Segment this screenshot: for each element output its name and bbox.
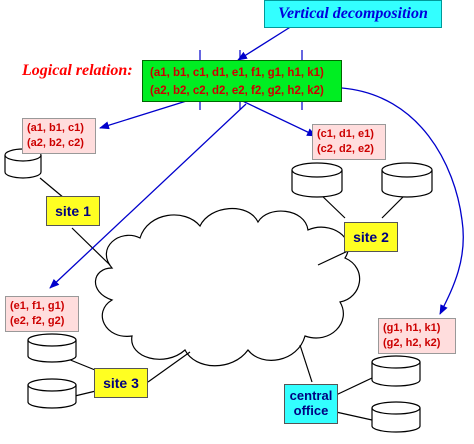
fragment-site2: (c1, d1, e1) (c2, d2, e2) (312, 124, 386, 160)
fragment-site3: (e1, f1, g1) (e2, f2, g2) (5, 296, 79, 332)
title-vertical-decomposition: Vertical decomposition (264, 0, 442, 28)
site-1-box: site 1 (46, 196, 100, 226)
fragment-row: (a2, b2, c2) (27, 137, 84, 149)
central-office-line: central (289, 388, 333, 403)
network-cloud (94, 208, 361, 367)
fragment-row: (g1, h1, k1) (383, 322, 441, 334)
site-2-box: site 2 (344, 222, 398, 252)
disk-icons (4, 148, 433, 433)
fragment-site1: (a1, b1, c1) (a2, b2, c2) (22, 118, 96, 154)
database-disk-icon (371, 355, 421, 387)
relation-row: (a1, b1, c1, d1, e1, f1, g1, h1, k1) (150, 67, 324, 79)
arrow-to-site3-fragment (49, 103, 247, 289)
fragment-row: (c2, d2, e2) (317, 143, 374, 155)
connector-lines (39, 177, 409, 421)
database-disk-icon (371, 401, 421, 433)
fragment-row: (e1, f1, g1) (10, 300, 65, 312)
database-disk-icon (27, 333, 77, 363)
arrow-title-to-relation (237, 25, 293, 61)
database-disk-icon (27, 378, 77, 409)
fragment-row: (c1, d1, e1) (317, 128, 374, 140)
logical-relation-label: Logical relation: (22, 62, 133, 79)
arrow-to-site1-fragment (99, 97, 197, 130)
site-3-box: site 3 (94, 368, 148, 398)
relation-row: (a2, b2, c2, d2, e2, f2, g2, h2, k2) (150, 85, 324, 97)
logical-relation-box: (a1, b1, c1, d1, e1, f1, g1, h1, k1) (a2… (142, 60, 342, 102)
arrows (49, 25, 464, 315)
central-office-box: central office (284, 384, 338, 424)
fragment-row: (g2, h2, k2) (383, 337, 441, 349)
fragment-row: (e2, f2, g2) (10, 315, 65, 327)
database-disk-icon (291, 162, 343, 198)
fragment-row: (a1, b1, c1) (27, 122, 84, 134)
database-disk-icon (381, 162, 433, 198)
arrow-to-central-fragment (341, 87, 464, 315)
fragment-central: (g1, h1, k1) (g2, h2, k2) (378, 318, 456, 354)
arrow-to-site2-fragment (231, 95, 317, 137)
central-office-line: office (293, 403, 329, 418)
